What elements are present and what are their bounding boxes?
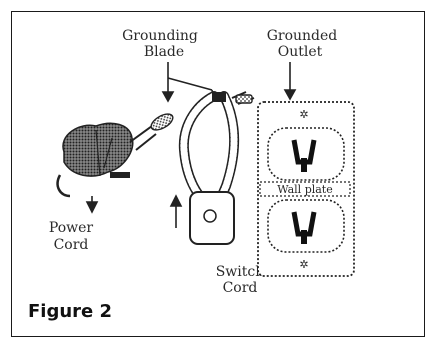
grounding-blade-label-line2: Blade: [144, 44, 184, 60]
top-screw-icon: ✲: [299, 108, 308, 121]
grounding-blade-label-line1: Grounding: [122, 28, 198, 44]
bottom-screw-icon: ✲: [299, 258, 308, 271]
grounded-outlet-label-line1: Grounded: [267, 28, 338, 44]
switch-cord: [178, 91, 255, 245]
power-cord-label-line2: Cord: [54, 237, 89, 253]
switch-cord-label-line1: Switch: [216, 264, 265, 280]
wall-plate-label: Wall plate: [277, 183, 333, 196]
figure-caption: Figure 2: [28, 301, 113, 322]
leader-arrows: [85, 62, 297, 228]
grounded-outlet-label-line2: Outlet: [278, 44, 323, 60]
grounded-outlet: ✲ Wall plate ✲: [257, 101, 355, 277]
switch-cord-label-line2: Cord: [223, 280, 258, 296]
power-cord-label-line1: Power: [49, 220, 94, 236]
power-cord-plug: [56, 113, 174, 198]
